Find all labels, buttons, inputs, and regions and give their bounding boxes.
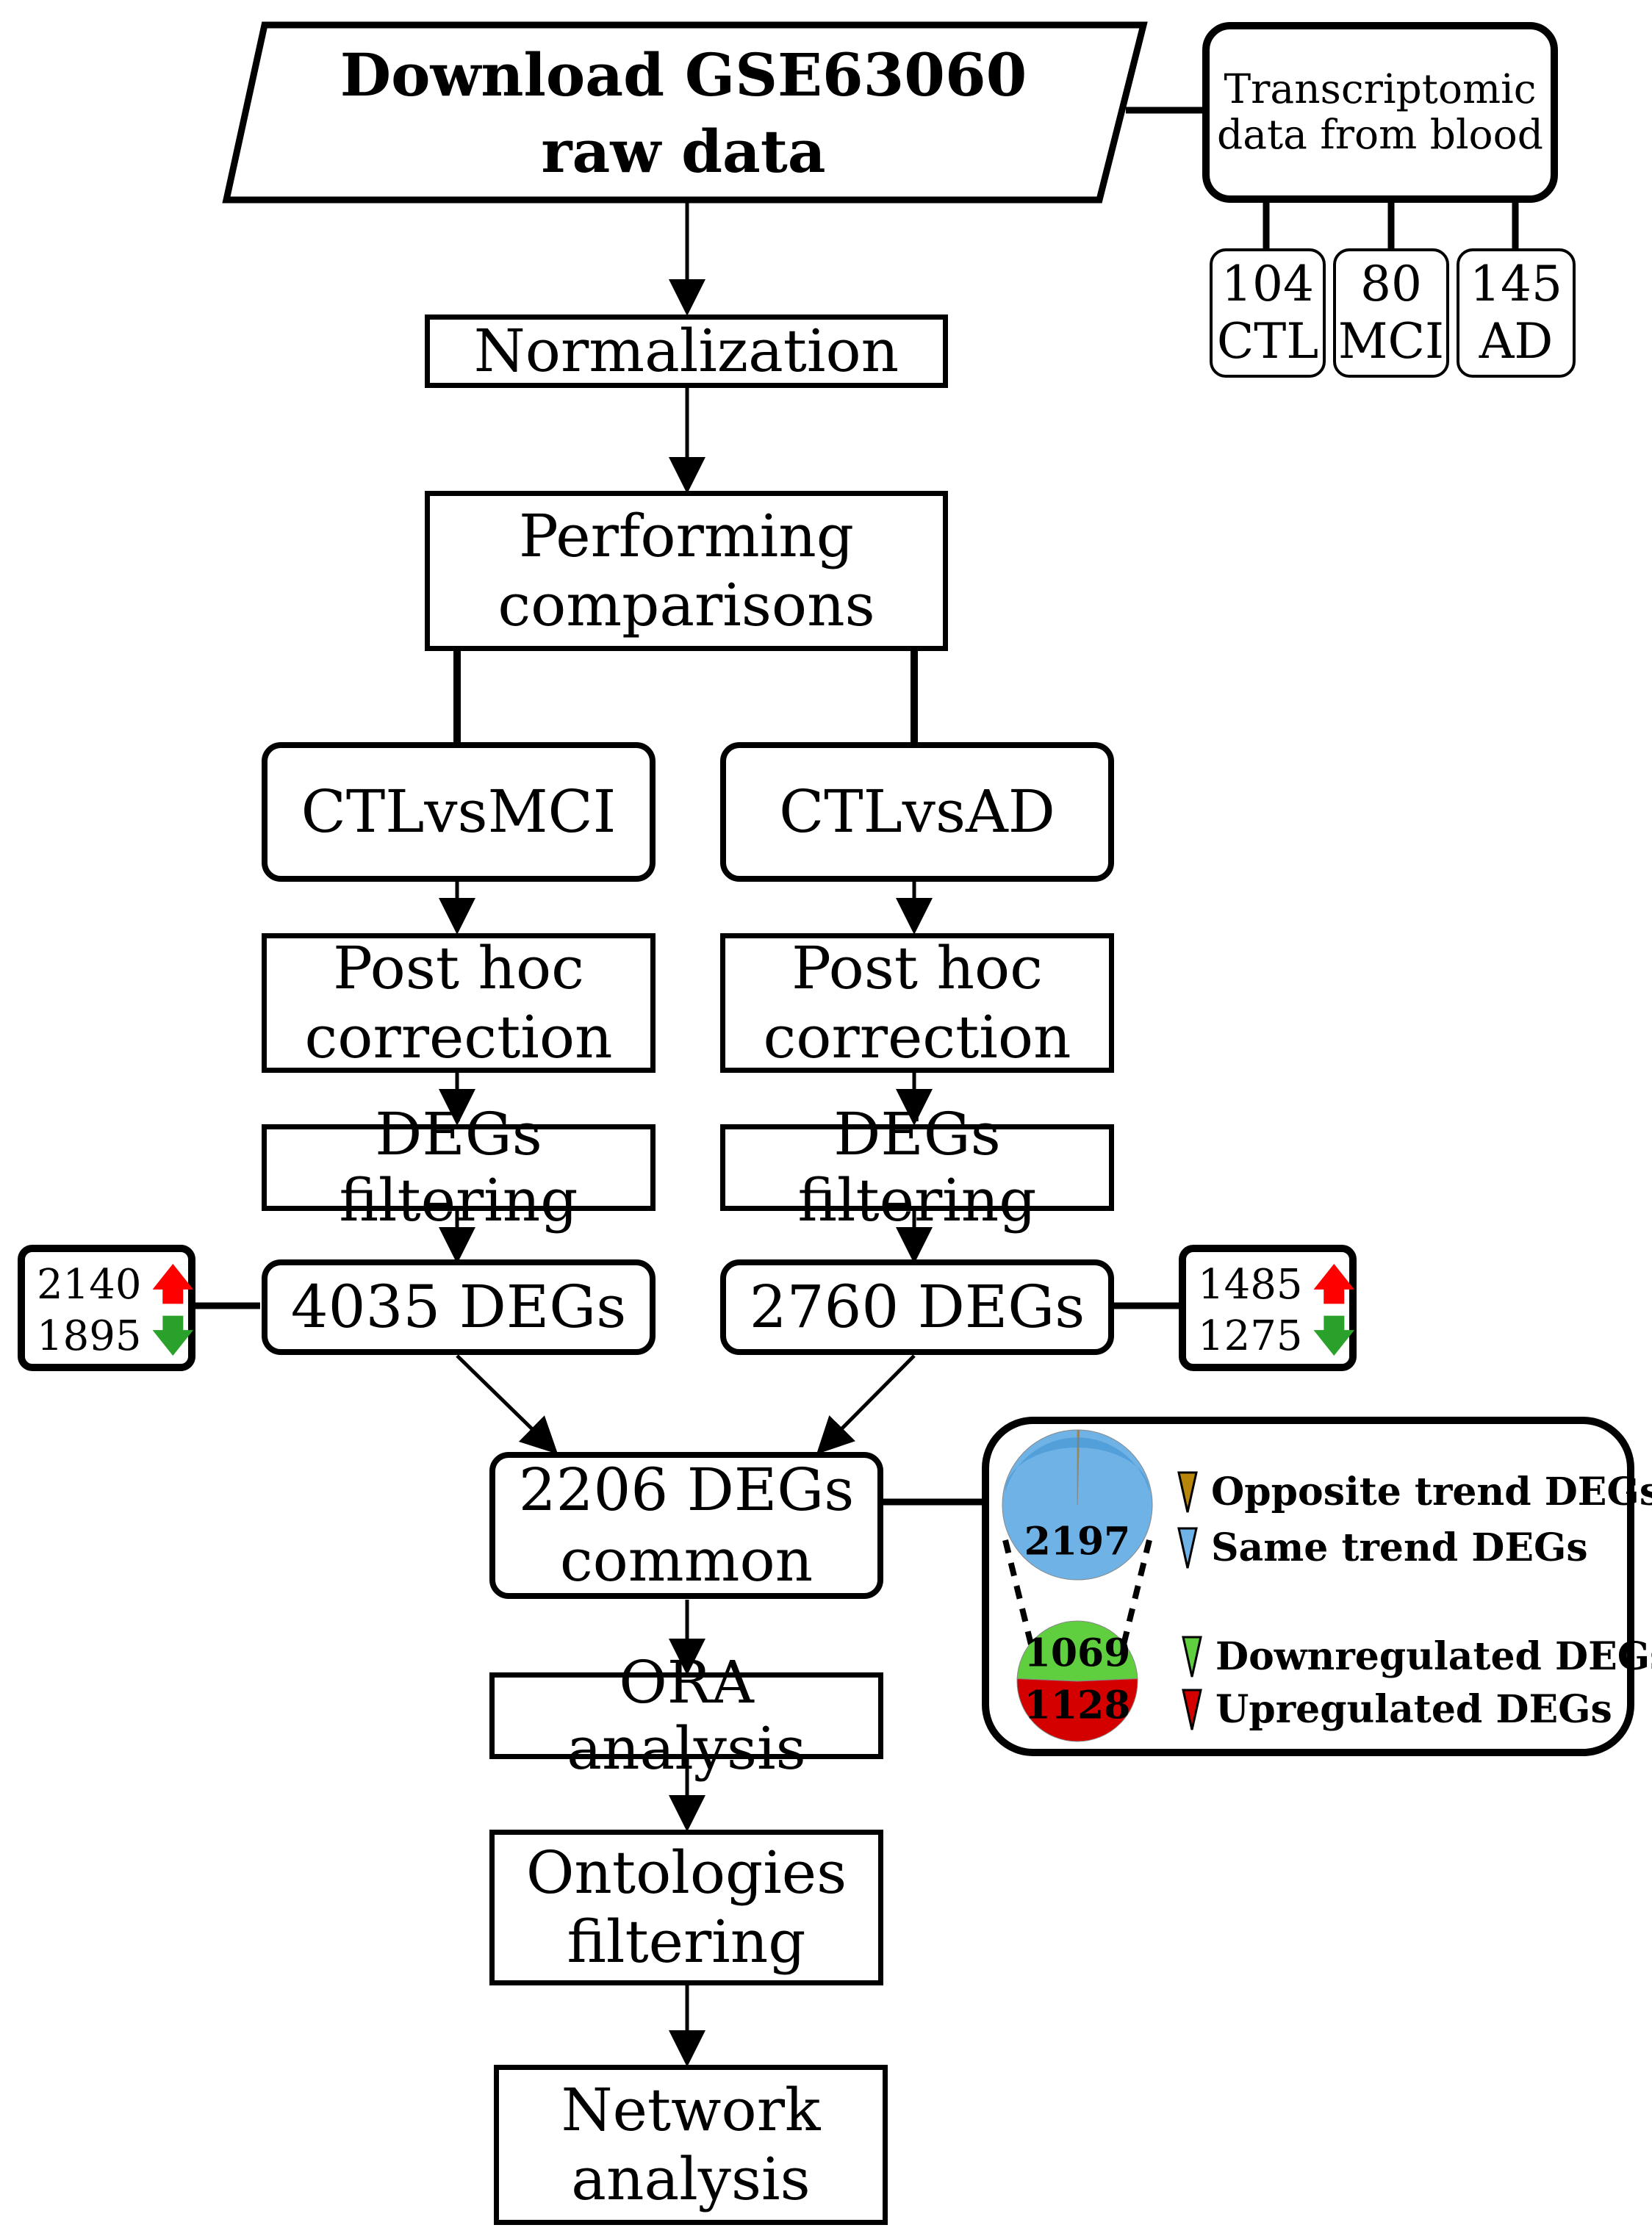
left-up-down-badge: 2140 🡅 1895 🡇: [18, 1245, 195, 1371]
legend-up: Upregulated DEGs: [1182, 1687, 1612, 1732]
right-down-count: 1275: [1198, 1312, 1303, 1360]
opposite-marker-icon: [1177, 1471, 1198, 1512]
right-filtering-label: DEGs filtering: [797, 1100, 1037, 1234]
left-filtering-label: DEGs filtering: [339, 1100, 578, 1234]
group-ad: 145 AD: [1457, 248, 1576, 378]
download-title: Download GSE63060: [340, 40, 1027, 109]
up-slice: [1016, 1678, 1138, 1742]
download-node: Download GSE63060 raw data: [243, 29, 1124, 197]
arrow-up-icon: 🡅: [1312, 1261, 1356, 1309]
arrow-right-common: [816, 1354, 916, 1455]
comparisons-node: Performing comparisons: [425, 491, 948, 651]
normalization-label: Normalization: [473, 317, 899, 386]
ora-node: ORA analysis: [489, 1650, 883, 1781]
transcriptomic-line2: data from blood: [1216, 111, 1543, 158]
direction-pie: [1016, 1620, 1138, 1742]
left-up-count: 2140: [37, 1261, 142, 1309]
ontologies-line1: Ontologies: [525, 1838, 847, 1907]
pie-panel: 2197 1069 1128 Opposite trend DEGs Same …: [982, 1417, 1652, 1756]
comparisons-line2: comparisons: [498, 571, 875, 639]
comparisons-line1: Performing: [518, 501, 854, 570]
down-value: 1069: [1024, 1631, 1131, 1676]
download-shape: [222, 21, 1148, 204]
common-node: 2206 DEGs common: [489, 1452, 883, 1599]
arrow-down-icon: 🡇: [1312, 1312, 1356, 1360]
network-node: Network analysis: [494, 2065, 888, 2225]
ctlvsad-node: CTLvsAD: [720, 742, 1114, 882]
group-ad-count: 145: [1470, 256, 1562, 313]
transcriptomic-node: Transcriptomic data from blood: [1202, 22, 1558, 203]
group-ad-label: AD: [1479, 313, 1554, 370]
group-ctl-label: CTL: [1216, 313, 1319, 370]
left-posthoc-line2: correction: [304, 1003, 613, 1071]
left-down-count: 1895: [37, 1312, 142, 1360]
legend-down: Downregulated DEGs: [1182, 1634, 1652, 1679]
opposite-trend-slice: [1077, 1429, 1080, 1506]
group-ctl-count: 104: [1221, 256, 1314, 313]
network-line2: analysis: [571, 2145, 811, 2213]
download-subtitle: raw data: [541, 117, 826, 186]
up-value: 1128: [1024, 1683, 1131, 1728]
left-degs-label: 4035 DEGs: [290, 1273, 627, 1342]
legend-same-label: Same trend DEGs: [1211, 1525, 1588, 1570]
down-marker-icon: [1182, 1636, 1202, 1677]
group-mci-count: 80: [1360, 256, 1422, 313]
ctlvsmci-node: CTLvsMCI: [262, 742, 656, 882]
right-filtering-node: DEGs filtering: [720, 1101, 1114, 1233]
left-degs-node: 4035 DEGs: [262, 1259, 656, 1355]
group-mci-label: MCI: [1337, 313, 1445, 370]
arrow-left-common: [456, 1354, 559, 1454]
legend-same: Same trend DEGs: [1177, 1525, 1588, 1570]
pie-panel-chart: [1002, 1429, 1153, 1742]
same-trend-value: 2197: [1024, 1519, 1131, 1564]
right-degs-node: 2760 DEGs: [720, 1259, 1114, 1355]
normalization-node: Normalization: [425, 314, 948, 388]
right-up-count: 1485: [1198, 1261, 1303, 1309]
common-line2: common: [559, 1526, 814, 1595]
ora-label: ORA analysis: [567, 1648, 806, 1783]
common-line1: 2206 DEGs: [518, 1456, 855, 1524]
legend-opposite: Opposite trend DEGs: [1177, 1470, 1652, 1514]
legend-up-label: Upregulated DEGs: [1215, 1687, 1612, 1732]
left-filtering-node: DEGs filtering: [262, 1101, 656, 1233]
ontologies-node: Ontologies filtering: [489, 1830, 883, 1985]
right-degs-label: 2760 DEGs: [749, 1273, 1085, 1342]
group-ctl: 104 CTL: [1210, 248, 1326, 378]
arrow-down-icon: 🡇: [151, 1312, 195, 1360]
same-trend-shading: [1005, 1437, 1149, 1492]
left-posthoc-line1: Post hoc: [333, 933, 584, 1002]
down-slice: [1016, 1620, 1138, 1682]
transcriptomic-line1: Transcriptomic: [1224, 65, 1537, 113]
left-posthoc-node: Post hoc correction: [262, 933, 656, 1073]
right-posthoc-line1: Post hoc: [791, 933, 1043, 1002]
up-marker-icon: [1182, 1689, 1202, 1730]
pie-connector-right: [1121, 1539, 1152, 1645]
right-posthoc-node: Post hoc correction: [720, 933, 1114, 1073]
right-posthoc-line2: correction: [763, 1003, 1071, 1071]
legend-opposite-label: Opposite trend DEGs: [1211, 1470, 1652, 1514]
legend-down-label: Downregulated DEGs: [1215, 1634, 1652, 1679]
ctlvsad-label: CTLvsAD: [779, 777, 1055, 846]
ctlvsmci-label: CTLvsMCI: [301, 777, 617, 846]
pie-connector-left: [1002, 1539, 1034, 1645]
group-mci: 80 MCI: [1333, 248, 1449, 378]
same-marker-icon: [1177, 1527, 1198, 1568]
trend-pie: [1002, 1429, 1153, 1581]
network-line1: Network: [561, 2075, 821, 2144]
arrow-up-icon: 🡅: [151, 1261, 195, 1309]
ontologies-line2: filtering: [567, 1908, 806, 1976]
right-up-down-badge: 1485 🡅 1275 🡇: [1179, 1245, 1357, 1371]
